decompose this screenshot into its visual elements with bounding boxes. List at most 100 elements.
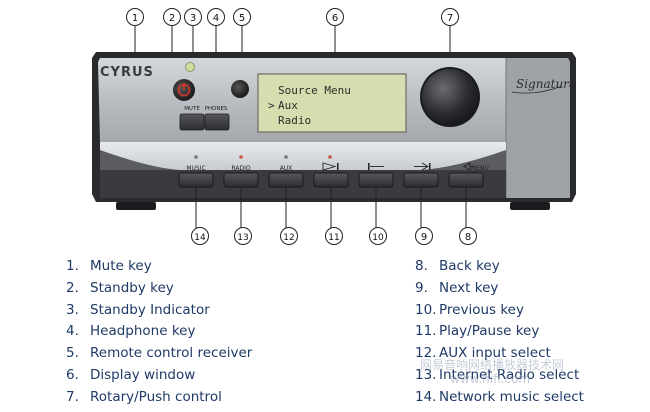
legend-number: 5. (66, 345, 79, 362)
play-pause-button[interactable] (313, 172, 349, 188)
callout-6: 6 (326, 8, 344, 26)
watermark-line-2: www.hifi.com (450, 372, 531, 386)
standby-button[interactable] (173, 79, 195, 101)
callout-9: 9 (415, 227, 433, 245)
previous-icon (368, 163, 384, 170)
callout-1-label: 1 (132, 13, 138, 24)
legend-number: 2. (66, 279, 79, 296)
callout-10-label: 10 (372, 233, 384, 243)
callout-12-label: 12 (283, 233, 294, 243)
legend-number: 3. (66, 301, 79, 318)
callout-10: 10 (369, 227, 387, 245)
leader-lines-bottom (195, 187, 467, 228)
radio-button[interactable] (223, 172, 259, 188)
display-window: Source Menu > Aux Radio (257, 73, 407, 133)
callout-7: 7 (441, 8, 459, 26)
legend-item: 10.Previous key (415, 300, 584, 322)
mute-button[interactable] (179, 113, 205, 131)
display-line-2: Aux (278, 99, 298, 112)
next-button[interactable] (403, 172, 439, 188)
callout-5-label: 5 (239, 13, 245, 24)
legend-item: 3. Standby Indicator (66, 300, 252, 322)
legend-text: Internet Radio select (439, 366, 580, 383)
legend-item: 8.Back key (415, 256, 584, 278)
callout-8-label: 8 (465, 232, 471, 243)
menu-label: MENU (471, 165, 489, 172)
legend-item: 4.Headphone key (66, 321, 252, 343)
legend-text: Network music select (439, 388, 584, 405)
previous-button[interactable] (358, 172, 394, 188)
callout-4: 4 (207, 8, 225, 26)
legend-text: Remote control receiver (90, 345, 253, 362)
back-button[interactable] (448, 172, 484, 188)
back-icon (463, 162, 474, 171)
button-row: MUSIC RADIO AUX MENU (178, 155, 489, 188)
callouts-bottom: 14 13 12 11 10 9 8 (191, 227, 477, 245)
callout-2-label: 2 (169, 13, 175, 24)
phones-button[interactable] (204, 113, 230, 131)
radio-indicator (239, 155, 243, 159)
legend-text: AUX input select (439, 345, 551, 362)
signature-logo: Signature (516, 77, 576, 91)
callout-3-label: 3 (190, 13, 196, 24)
legend-text: Standby key (90, 279, 174, 296)
callout-4-label: 4 (213, 13, 219, 24)
music-indicator (194, 155, 198, 159)
legend-item: 12.AUX input select (415, 343, 584, 365)
aux-label: AUX (280, 165, 293, 172)
legend-item: 6. Display window (66, 365, 252, 387)
legend-number: 12. (415, 345, 437, 362)
music-button[interactable] (178, 172, 214, 188)
display-cursor: > (268, 99, 275, 112)
play-pause-icon (322, 155, 339, 171)
legend-item: 9.Next key (415, 278, 584, 300)
legend-item: 5. Remote control receiver (66, 343, 252, 365)
callout-13: 13 (234, 227, 252, 245)
callout-11: 11 (325, 227, 343, 245)
callout-11-label: 11 (328, 233, 339, 243)
watermark-line-1: 网易音响网络播放器技术网 (420, 358, 565, 372)
legend-number: 11. (415, 323, 437, 340)
legend-text: Standby Indicator (90, 301, 210, 318)
rotary-control[interactable] (420, 67, 480, 127)
music-label: MUSIC (186, 165, 205, 172)
legend-item: 2. Standby key (66, 278, 252, 300)
legend-text: Rotary/Push control (90, 388, 222, 405)
callout-9-label: 9 (421, 232, 427, 243)
callout-6-label: 6 (332, 13, 338, 24)
legend-text: Headphone key (90, 323, 196, 340)
callout-14-label: 14 (194, 233, 206, 243)
callout-1: 1 (126, 8, 144, 26)
legend-text: Mute key (90, 258, 152, 274)
remote-receiver (231, 80, 249, 98)
callout-5: 5 (233, 8, 251, 26)
legend-item: 14.Network music select (415, 387, 584, 409)
callouts-top: 1 2 3 4 5 6 7 (126, 8, 459, 26)
standby-indicator (185, 62, 195, 72)
legend-text: Display window (90, 366, 196, 383)
aux-button[interactable] (268, 172, 304, 188)
legend-text: Previous key (439, 301, 524, 318)
callout-3: 3 (184, 8, 202, 26)
legend-item: 1.Mute key (66, 256, 252, 278)
legend-number: 13. (415, 366, 437, 383)
legend-number: 14. (415, 388, 437, 405)
legend-number: 10. (415, 301, 437, 318)
phones-label: PHONES (205, 106, 228, 112)
callout-8: 8 (459, 227, 477, 245)
legend-item: 7. Rotary/Push control (66, 387, 252, 409)
legend-text: Next key (439, 279, 499, 296)
legend-number: 6. (66, 366, 79, 383)
legend-number: 7. (66, 388, 79, 405)
callout-12: 12 (280, 227, 298, 245)
signature-flourish (511, 85, 563, 94)
radio-label: RADIO (231, 165, 250, 172)
legend-text: Play/Pause key (439, 323, 540, 340)
brand-logo: CYRUS (100, 65, 154, 80)
callout-13-label: 13 (237, 233, 248, 243)
callout-7-label: 7 (447, 13, 453, 24)
mute-label: MUTE (184, 106, 200, 112)
